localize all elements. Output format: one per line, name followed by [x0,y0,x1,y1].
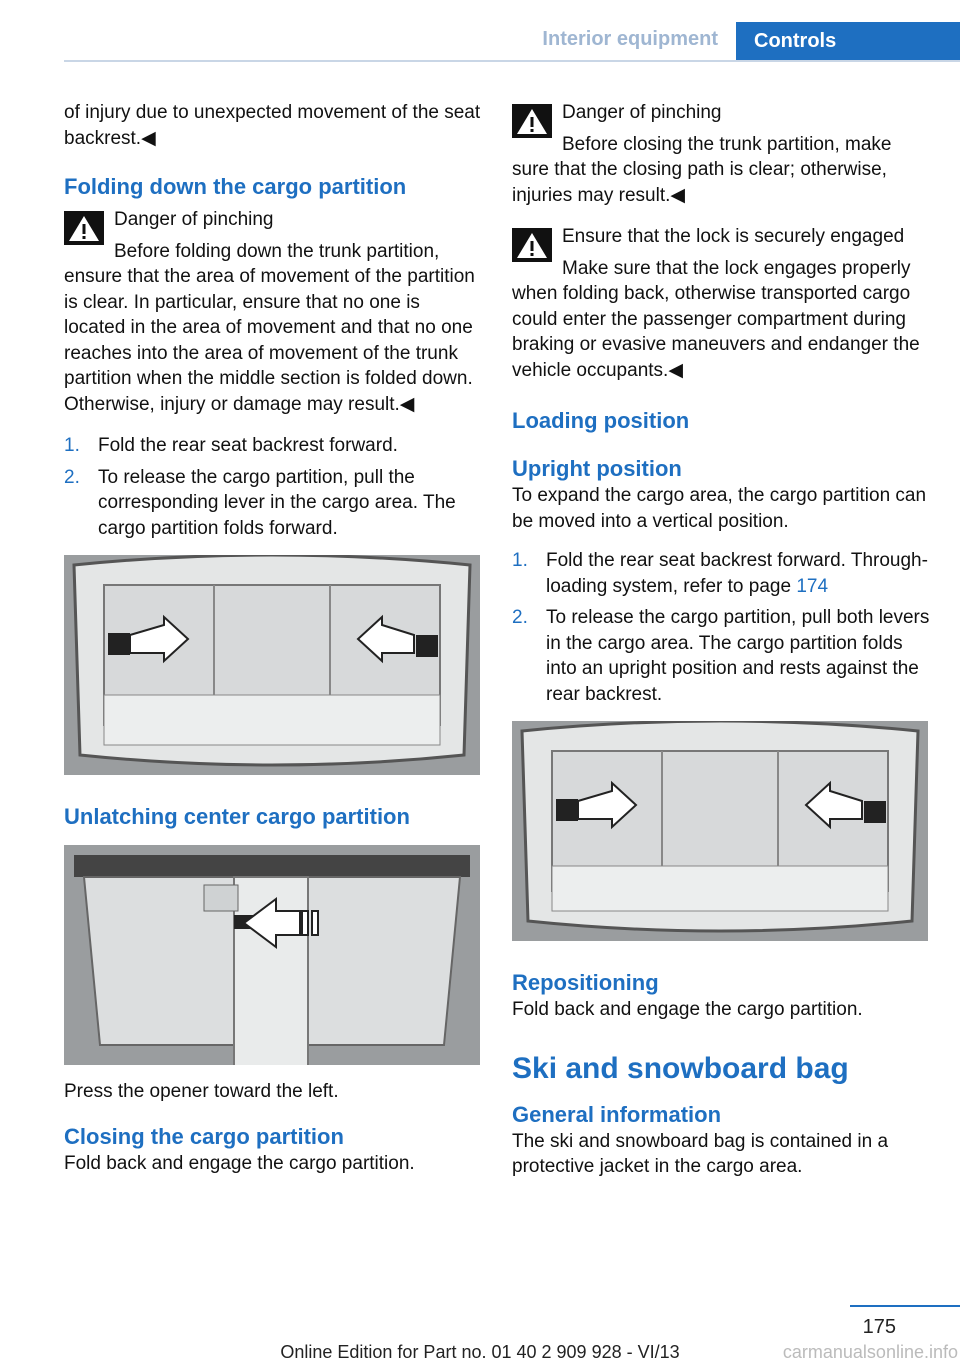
arrow-icon [129,614,190,664]
step-text: To release the cargo partition, pull bot… [546,607,930,705]
heading-loading-position: Loading position [512,408,690,433]
cargo-upright-illustration [512,721,928,941]
step-text: To release the cargo partition, pull the… [98,466,456,539]
warning-triangle-icon [512,228,552,262]
edition-line: Online Edition for Part no. 01 40 2 909 … [280,1342,680,1362]
warning-body: Make sure that the lock engages properly… [512,257,920,381]
arrow-icon [242,897,301,949]
heading-folding-down: Folding down the cargo partition [64,174,407,199]
heading-unlatching: Unlatching center cargo partition [64,804,410,829]
arrow-icon [577,780,638,830]
general-information-text: The ski and snowboard bag is contained i… [512,1130,889,1178]
left-column: of injury due to unexpected movement of … [64,100,482,1176]
step-text: Fold the rear seat backrest forward. [98,435,398,456]
watermark-text: carmanualsonline.info [782,1342,958,1362]
step-text: Fold the rear seat backrest forward. Thr… [546,550,928,597]
warning-body: Before folding down the trunk partition,… [64,240,475,415]
footer-divider [850,1305,960,1307]
figure-upright-levers [512,721,928,941]
upright-text: To expand the cargo area, the cargo part… [512,485,927,532]
page-footer: 175 Online Edition for Part no. 01 40 2 … [0,1300,960,1362]
figure-cargo-levers [64,555,480,775]
page-number: 175 [862,1316,896,1338]
center-partition-illustration [64,845,480,1065]
step-number: 2. [64,466,80,488]
header-divider [64,60,960,62]
header-section-title: Interior equipment [542,28,718,50]
step-number: 1. [64,435,80,456]
heading-upright-position: Upright position [512,456,682,481]
page-header: Interior equipment Controls [0,0,960,64]
arrow-icon [804,780,863,830]
closing-text: Fold back and engage the cargo partition… [64,1152,415,1174]
warning-title: Ensure that the lock is securely engaged [562,226,905,247]
steps-folding: 1. Fold the rear seat backrest forward. … [64,433,482,541]
heading-general-information: General information [512,1101,722,1127]
warning-triangle-icon [64,211,104,245]
right-column: Danger of pinching Before closing the tr… [512,100,930,1180]
page-reference-link[interactable]: 174 [796,575,829,597]
step-number: 1. [512,550,528,571]
warning-triangle-icon [512,104,552,138]
list-item: 2. To release the cargo partition, pull … [512,605,930,707]
warning-body: Before closing the trunk partition, make… [512,133,892,206]
heading-closing: Closing the cargo partition [64,1123,344,1149]
list-item: 1. Fold the rear seat backrest forward. [64,433,482,459]
press-opener-text: Press the opener toward the left. [64,1081,339,1102]
warning-lock-engaged: Ensure that the lock is securely engaged… [512,224,930,383]
step-number: 2. [512,607,528,628]
intro-paragraph: of injury due to unexpected movement of … [64,102,481,149]
figure-center-opener [64,845,480,1065]
warning-title: Danger of pinching [114,209,274,230]
list-item: 2. To release the cargo partition, pull … [64,465,482,542]
cargo-area-illustration [64,555,480,775]
warning-title: Danger of pinching [562,102,722,123]
heading-repositioning: Repositioning [512,970,659,995]
warning-pinching-folding: Danger of pinching Before folding down t… [64,207,482,417]
arrow-icon [356,614,415,664]
header-chapter-tab: Controls [736,22,960,62]
warning-pinching-closing: Danger of pinching Before closing the tr… [512,100,930,208]
steps-upright: 1. Fold the rear seat backrest forward. … [512,548,930,707]
heading-ski-snowboard-bag: Ski and snowboard bag [512,1051,849,1085]
list-item: 1. Fold the rear seat backrest forward. … [512,548,930,599]
repositioning-text: Fold back and engage the cargo partition… [512,999,863,1020]
